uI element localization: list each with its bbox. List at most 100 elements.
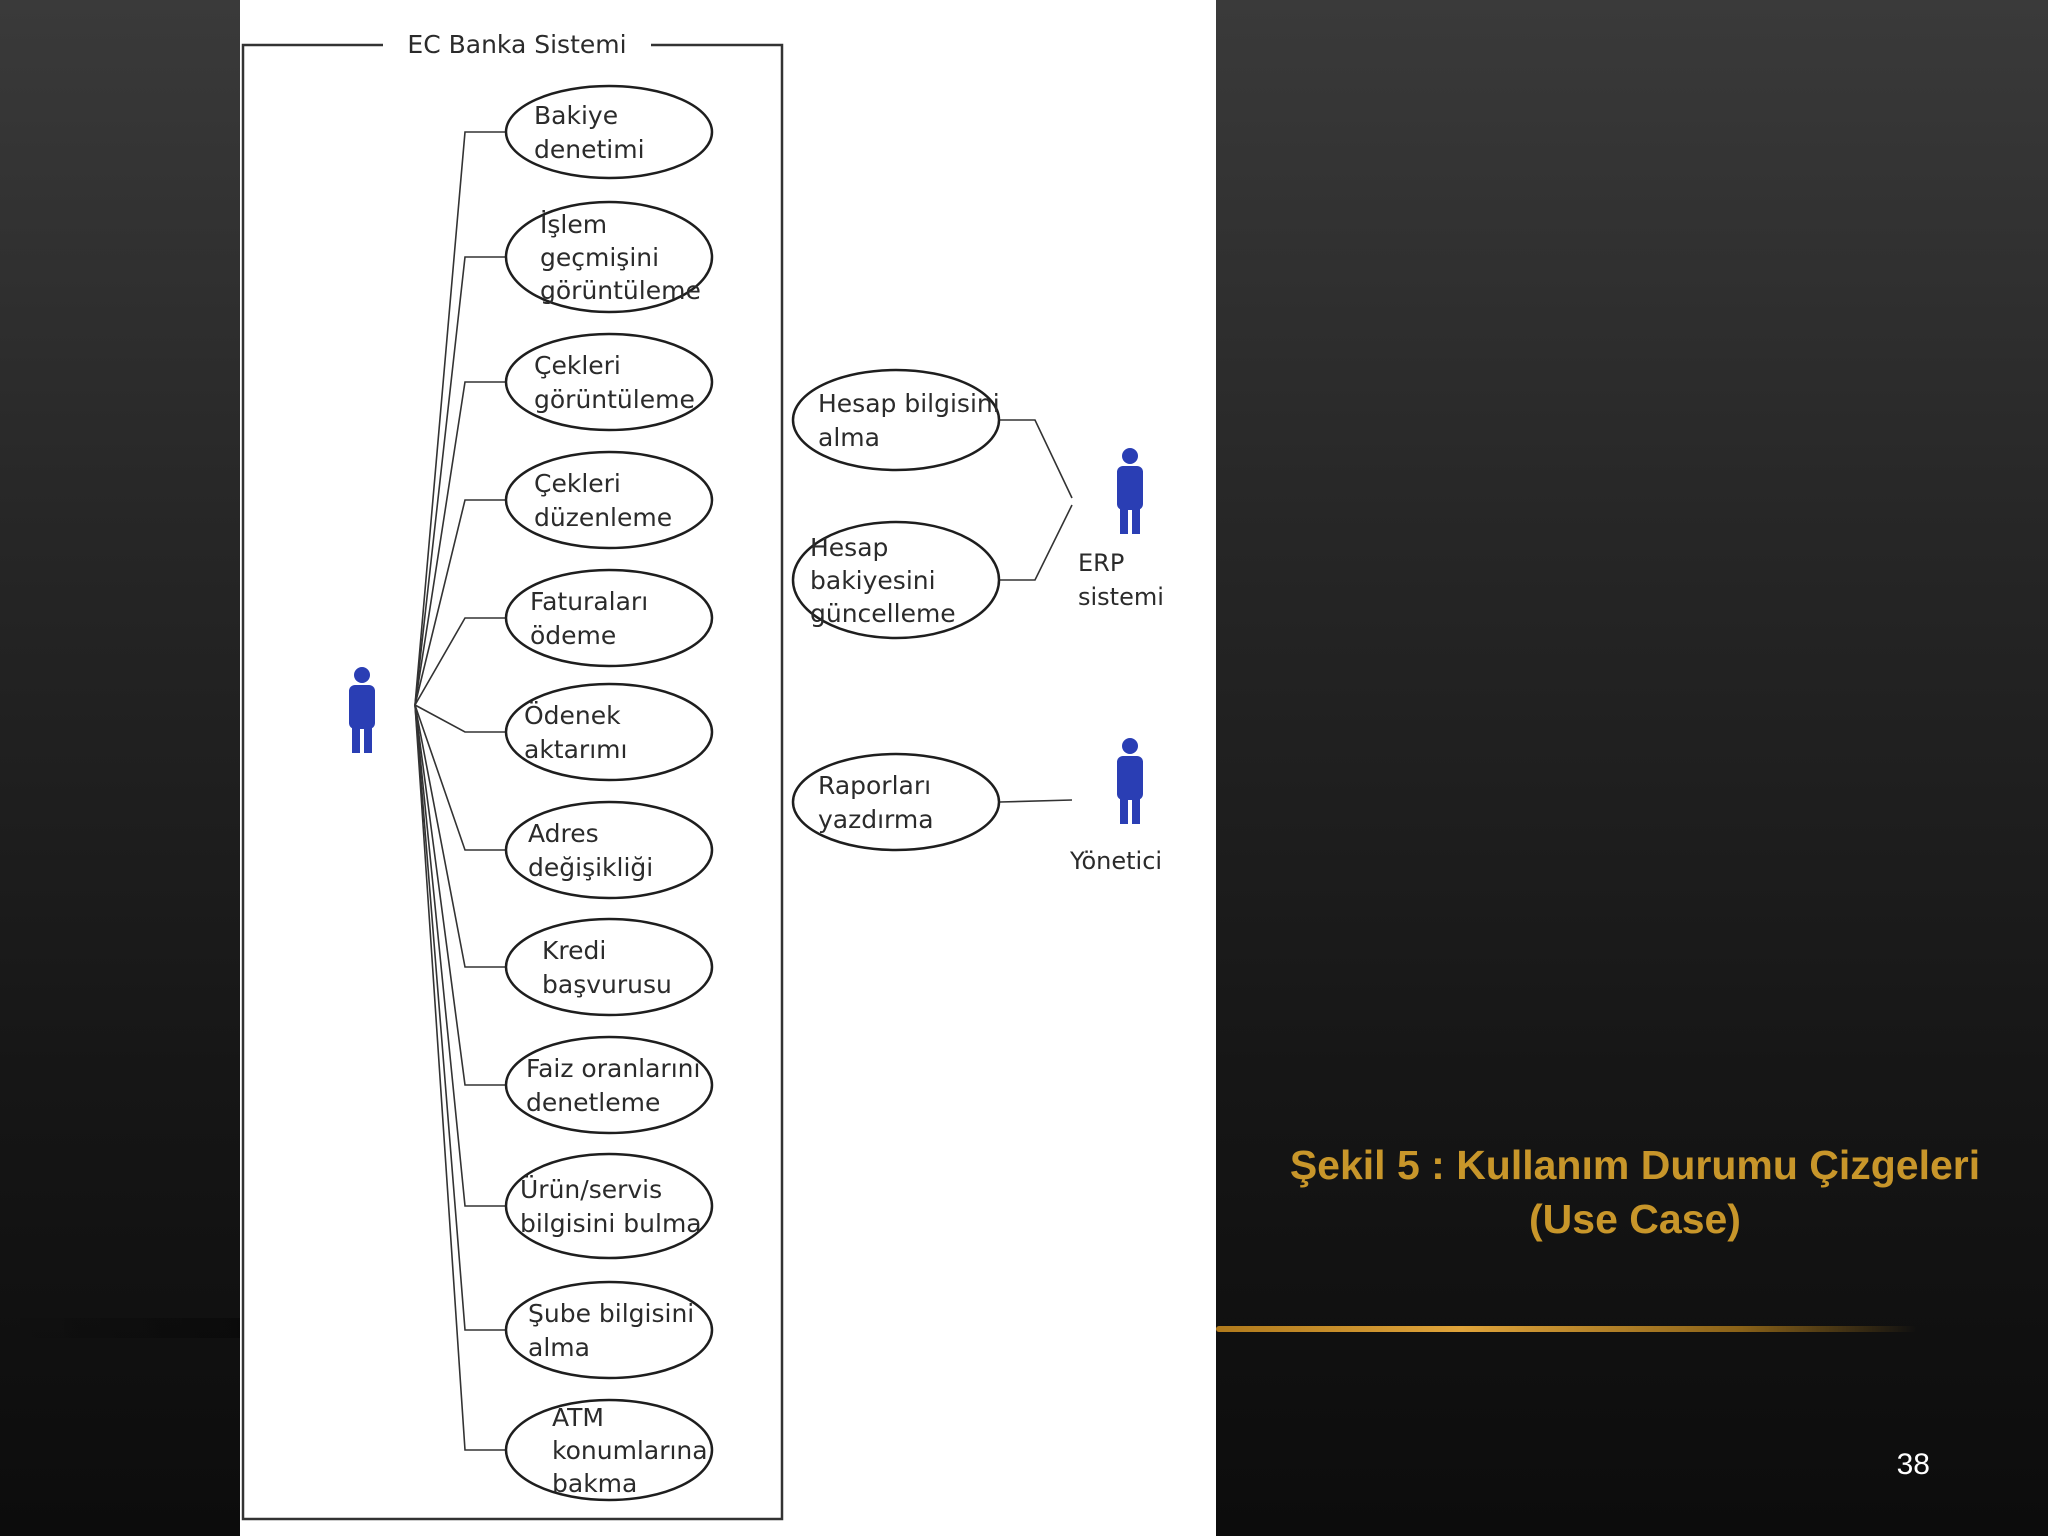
system-use-case-3: Raporları yazdırma bbox=[791, 752, 1001, 852]
use-case-ellipse bbox=[504, 682, 714, 782]
actor-left-leg bbox=[1120, 504, 1128, 534]
use-case-label: Çekleri bbox=[534, 351, 621, 380]
erp-association-2 bbox=[1000, 504, 1073, 581]
use-cases-layer: BakiyedenetimiİşlemgeçmişinigörüntülemeÇ… bbox=[504, 84, 1001, 1502]
use-case-label: Hesap bilgisini bbox=[818, 389, 1000, 418]
figure-caption: Şekil 5 : Kullanım Durumu Çizgeleri (Use… bbox=[1289, 1142, 1981, 1242]
use-case-label: Çekleri bbox=[534, 469, 621, 498]
use-case-1: Bakiye denetimi bbox=[504, 84, 714, 180]
use-case-9: Faiz oranlarını denetleme bbox=[504, 1035, 714, 1135]
use-case-4: Çekleri düzenleme bbox=[504, 450, 714, 550]
use-case-label: konumlarına bbox=[552, 1436, 708, 1465]
erp-association-1 bbox=[1000, 419, 1073, 499]
use-case-ellipse bbox=[504, 917, 714, 1017]
actor-head bbox=[1122, 738, 1138, 754]
use-case-label: Faturaları bbox=[530, 587, 648, 616]
use-case-label: alma bbox=[818, 423, 880, 452]
use-case-label: geçmişini bbox=[540, 243, 659, 272]
association-lines-layer bbox=[414, 131, 1073, 1451]
use-case-ellipse bbox=[504, 84, 714, 180]
association-line bbox=[414, 704, 505, 851]
erp-actor bbox=[1117, 448, 1143, 534]
use-case-ellipse bbox=[504, 800, 714, 900]
customer-actor bbox=[349, 667, 375, 753]
use-case-10: Ürün/servis bilgisini bulma bbox=[504, 1152, 714, 1260]
use-case-8: Kredi başvurusu bbox=[504, 917, 714, 1017]
use-case-label: aktarımı bbox=[524, 735, 627, 764]
gold-divider bbox=[1216, 1326, 1916, 1332]
actor-right-leg bbox=[1132, 794, 1140, 824]
use-case-label: Bakiye bbox=[534, 101, 618, 130]
erp-actor-label: sistemi bbox=[1078, 583, 1164, 611]
use-case-label: bilgisini bulma bbox=[520, 1209, 702, 1238]
use-case-label: Hesap bbox=[810, 533, 888, 562]
use-case-label: görüntüleme bbox=[540, 276, 701, 305]
admin-association bbox=[999, 799, 1073, 803]
actor-head bbox=[354, 667, 370, 683]
system-title: EC Banka Sistemi bbox=[407, 30, 626, 59]
use-case-label: denetleme bbox=[526, 1088, 660, 1117]
actor-left-leg bbox=[352, 723, 360, 753]
use-case-label: ATM bbox=[552, 1403, 604, 1432]
page-number: 38 bbox=[1896, 1448, 1930, 1481]
actor-right-leg bbox=[364, 723, 372, 753]
use-case-ellipse bbox=[791, 520, 1001, 640]
use-case-ellipse bbox=[504, 450, 714, 550]
use-case-label: yazdırma bbox=[818, 805, 934, 834]
use-case-label: denetimi bbox=[534, 135, 645, 164]
use-case-label: görüntüleme bbox=[534, 385, 695, 414]
actor-body bbox=[1117, 466, 1143, 510]
use-case-11: Şube bilgisini alma bbox=[504, 1280, 714, 1380]
association-line bbox=[414, 499, 505, 706]
association-line bbox=[414, 131, 505, 706]
association-line bbox=[414, 381, 505, 706]
decorative-shadow bbox=[0, 1318, 240, 1338]
use-case-ellipse bbox=[504, 1035, 714, 1135]
association-line bbox=[414, 704, 505, 968]
use-case-label: alma bbox=[528, 1333, 590, 1362]
use-case-label: düzenleme bbox=[534, 503, 672, 532]
system-use-case-1: Hesap bilgisini alma bbox=[791, 368, 1001, 472]
use-case-label: ödeme bbox=[530, 621, 616, 650]
use-case-ellipse bbox=[791, 752, 1001, 852]
use-case-label: İşlem bbox=[540, 210, 607, 239]
association-line bbox=[414, 704, 505, 1331]
association-line bbox=[414, 704, 505, 1207]
use-case-label: Şube bilgisini bbox=[528, 1299, 694, 1328]
association-line bbox=[414, 617, 505, 706]
use-case-label: Faiz oranlarını bbox=[526, 1054, 700, 1083]
erp-actor-label: ERP bbox=[1078, 549, 1124, 577]
system-boundary-layer: EC Banka Sistemi bbox=[241, 30, 784, 1521]
use-case-2: İşlem geçmişini görüntüleme bbox=[504, 200, 714, 314]
actor-body bbox=[1117, 756, 1143, 800]
use-case-label: değişikliği bbox=[528, 853, 653, 882]
use-case-ellipse bbox=[504, 568, 714, 668]
association-line bbox=[414, 256, 505, 706]
association-line bbox=[414, 704, 505, 733]
use-case-6: Ödenek aktarımı bbox=[504, 682, 714, 782]
use-case-label: Ödenek bbox=[524, 701, 621, 730]
use-case-ellipse bbox=[791, 368, 1001, 472]
use-case-label: güncelleme bbox=[810, 599, 956, 628]
association-line bbox=[414, 704, 505, 1451]
actor-head bbox=[1122, 448, 1138, 464]
use-case-ellipse bbox=[504, 1280, 714, 1380]
use-case-label: Raporları bbox=[818, 771, 931, 800]
use-case-label: Ürün/servis bbox=[520, 1175, 662, 1204]
use-case-ellipse bbox=[504, 1152, 714, 1260]
use-case-ellipse bbox=[504, 1398, 714, 1502]
use-case-label: başvurusu bbox=[542, 970, 672, 999]
use-case-ellipse bbox=[504, 200, 714, 314]
system-boundary bbox=[241, 43, 784, 1521]
admin-actor bbox=[1117, 738, 1143, 824]
use-case-label: bakiyesini bbox=[810, 566, 936, 595]
use-case-3: Çekleri görüntüleme bbox=[504, 332, 714, 432]
actor-right-leg bbox=[1132, 504, 1140, 534]
use-case-label: Kredi bbox=[542, 936, 606, 965]
